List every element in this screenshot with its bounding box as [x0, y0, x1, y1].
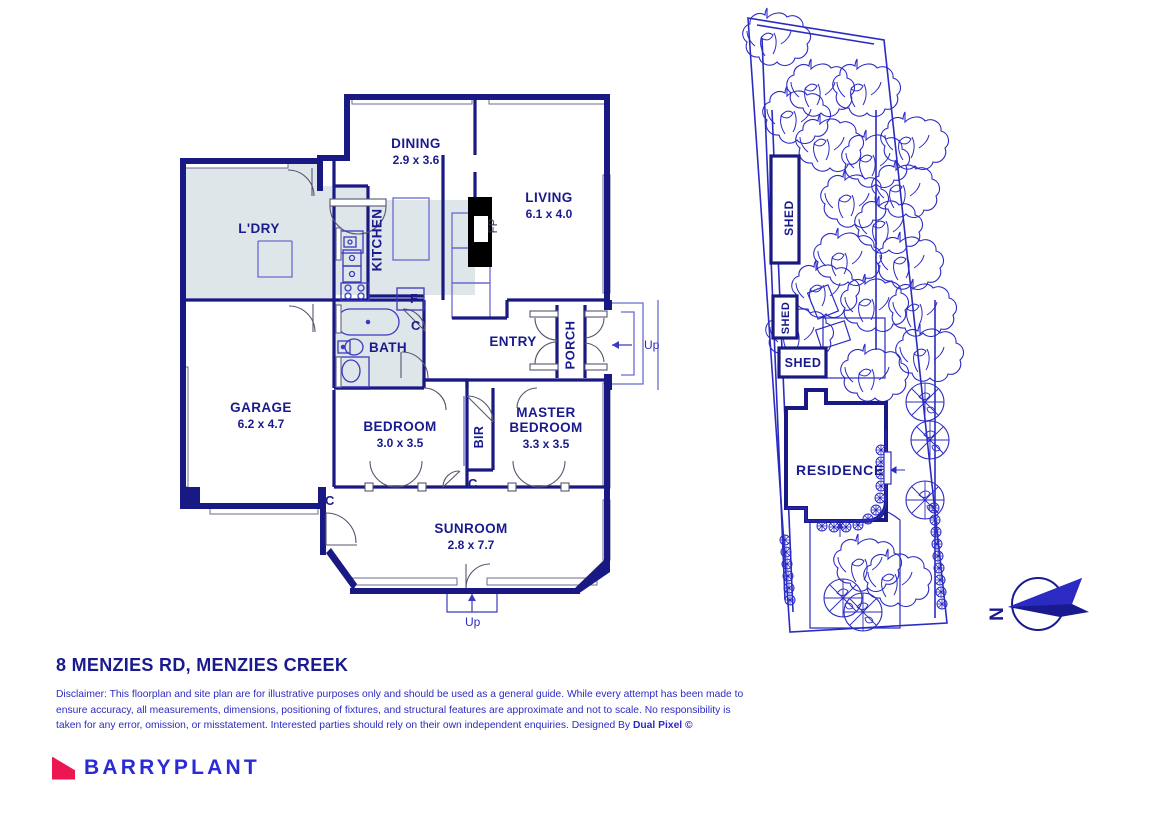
room-name: SUNROOM [434, 521, 508, 536]
room-dims: 2.9 x 3.6 [392, 153, 440, 167]
marker-cupboard-bath: C [411, 318, 421, 333]
room-label-laundry: L'DRY [238, 221, 280, 236]
marker-fireplace: FP [488, 218, 500, 234]
room-label-porch: PORCH [562, 320, 578, 370]
door-swings [287, 168, 608, 589]
disclaimer-body: Disclaimer: This floorplan and site plan… [56, 689, 744, 732]
room-name: BEDROOM [363, 419, 437, 434]
interior-walls [180, 100, 604, 553]
room-label-sunroom: SUNROOM 2.8 x 7.7 [434, 521, 507, 552]
room-name: GARAGE [230, 400, 292, 415]
annotation-leaders [446, 341, 632, 613]
page-title: 8 MENZIES RD, MENZIES CREEK [56, 655, 349, 675]
room-dims: 6.2 x 4.7 [237, 417, 285, 431]
site-sheds [769, 154, 828, 379]
brand-name: BARRYPLANT [84, 756, 260, 779]
disclaimer-text: Disclaimer: This floorplan and site plan… [56, 687, 746, 734]
marker-up-porch: Up [644, 338, 660, 352]
exterior-walls [180, 94, 612, 594]
compass-north-label: N [986, 607, 1008, 621]
site-label-shed-3: SHED [784, 356, 822, 370]
room-label-dining: DINING 2.9 x 3.6 [391, 136, 441, 167]
residence-veranda [786, 430, 905, 537]
door-jambs [335, 227, 342, 388]
shaded-wet-areas [180, 160, 475, 388]
room-dims: 2.8 x 7.7 [447, 538, 495, 552]
room-name: MASTER BEDROOM [509, 405, 583, 435]
marker-cupboard-sunroom: C [325, 493, 335, 508]
internal-detail-lines [257, 197, 659, 466]
designer-credit: Dual Pixel © [632, 720, 693, 732]
marker-cupboard-bir: C [468, 476, 478, 491]
room-name: DINING [391, 136, 441, 151]
room-dims: 3.3 x 3.5 [522, 437, 570, 451]
barryplant-mark-icon [52, 756, 75, 780]
room-label-master-bedroom: MASTER BEDROOM 3.3 x 3.5 [486, 405, 606, 451]
room-label-bedroom: BEDROOM 3.0 x 3.5 [363, 419, 436, 450]
room-label-kitchen: KITCHEN [369, 208, 385, 272]
marker-up-sunroom: Up [465, 615, 481, 629]
site-label-shed-1: SHED [782, 200, 796, 236]
marker-fridge: F [410, 291, 418, 306]
room-name: LIVING [525, 190, 573, 205]
compass-rose [1008, 577, 1089, 631]
room-dims: 3.0 x 3.5 [376, 436, 424, 450]
room-dims: 6.1 x 4.0 [525, 207, 573, 221]
room-label-garage: GARAGE 6.2 x 4.7 [230, 400, 292, 431]
fireplace [468, 197, 492, 267]
room-label-entry: ENTRY [489, 334, 537, 349]
site-label-residence: RESIDENCE [796, 462, 884, 478]
room-label-bath: BATH [368, 340, 408, 355]
residence-footprint [784, 388, 888, 523]
room-label-living: LIVING 6.1 x 4.0 [525, 190, 572, 221]
site-label-shed-2: SHED [780, 301, 792, 335]
brand-logo: BARRYPLANT [52, 756, 260, 780]
room-label-bir: BIR [472, 425, 486, 449]
